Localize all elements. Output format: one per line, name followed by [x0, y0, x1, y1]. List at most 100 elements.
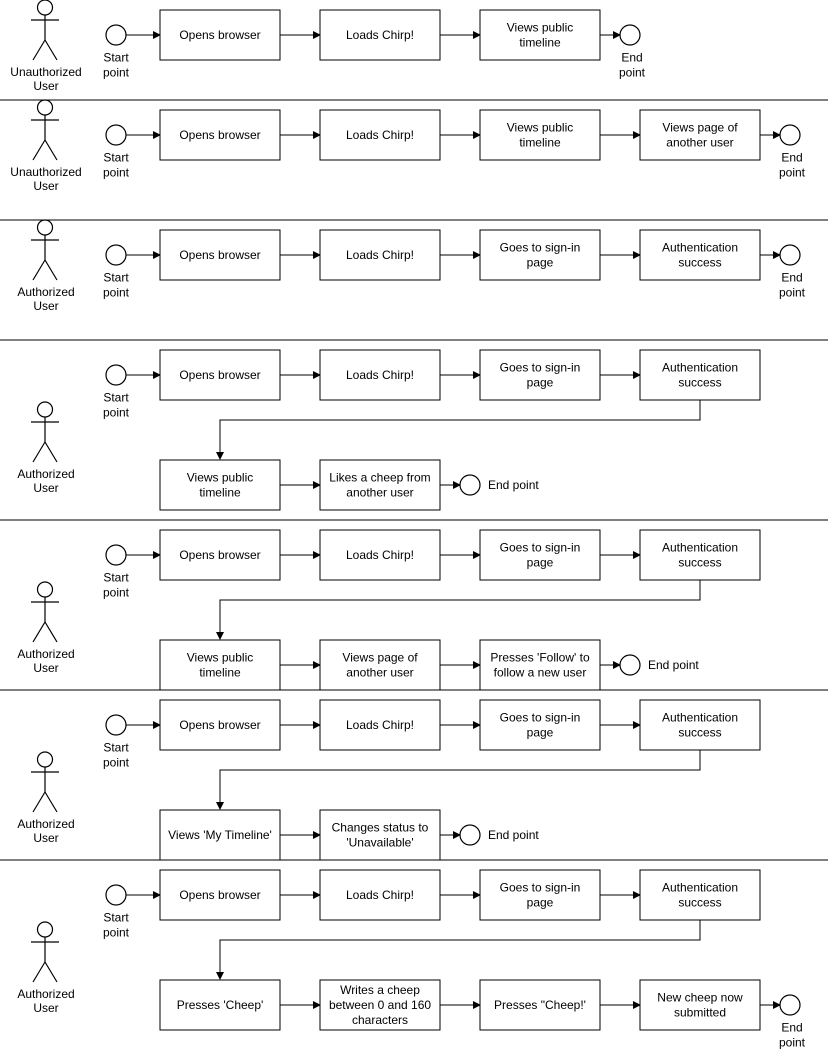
start-point-label: point: [103, 756, 130, 770]
process-box: [479, 529, 601, 581]
process-box-label: Loads Chirp!: [346, 718, 414, 732]
process-box: [639, 699, 761, 751]
start-point-label: Start: [103, 51, 129, 65]
process-box-label: Loads Chirp!: [346, 248, 414, 262]
actor-icon: [31, 581, 59, 643]
process-box: [159, 699, 281, 751]
end-point-label: point: [779, 286, 806, 300]
process-box: [639, 869, 761, 921]
wrap-connector: [216, 750, 701, 810]
actor-label: User: [33, 1001, 58, 1015]
process-box: [159, 459, 281, 511]
start-point-label: point: [103, 66, 130, 80]
process-box: [159, 229, 281, 281]
end-point-label: End: [781, 271, 802, 285]
process-box: [479, 979, 601, 1031]
actor-left-leg: [32, 791, 46, 813]
process-box-label: success: [678, 376, 721, 390]
actor-head: [36, 401, 54, 418]
process-box: [319, 639, 441, 691]
actor-left-leg: [32, 621, 46, 643]
process-box: [639, 529, 761, 581]
process-box: [479, 229, 601, 281]
wrap-connector: [216, 920, 701, 980]
process-box-label: page: [527, 896, 554, 910]
start-point-label: Start: [103, 391, 129, 405]
process-box-label: submitted: [674, 1006, 726, 1020]
process-box-label: success: [678, 896, 721, 910]
end-point-label: End point: [488, 478, 539, 492]
start-point-icon: [105, 544, 127, 566]
process-box-label: Changes status to: [332, 821, 429, 835]
process-box: [639, 979, 761, 1031]
actor-label: User: [33, 79, 58, 93]
end-point-icon: [779, 994, 801, 1016]
start-point-label: point: [103, 586, 130, 600]
start-point-icon: [105, 244, 127, 266]
process-box: [159, 9, 281, 61]
end-point-label: End: [781, 1021, 802, 1035]
start-point-label: point: [103, 926, 130, 940]
process-box-label: Views page of: [342, 651, 418, 665]
process-box-label: Presses 'Cheep': [177, 998, 264, 1012]
actor-right-leg: [44, 621, 58, 643]
process-box-label: Authentication: [662, 541, 738, 555]
end-point-label: End point: [648, 658, 699, 672]
process-box-label: page: [527, 556, 554, 570]
process-box-label: characters: [352, 1013, 408, 1027]
actor-right-leg: [44, 441, 58, 463]
start-point-label: point: [103, 166, 130, 180]
start-point-label: Start: [103, 571, 129, 585]
start-point-label: Start: [103, 911, 129, 925]
end-point-label: point: [619, 66, 646, 80]
end-point-icon: [619, 654, 641, 676]
actor-left-leg: [32, 441, 46, 463]
actor-label: Authorized: [17, 987, 74, 1001]
process-box-label: timeline: [519, 136, 561, 150]
process-box-label: Loads Chirp!: [346, 128, 414, 142]
actor-label: Authorized: [17, 817, 74, 831]
process-box: [159, 109, 281, 161]
start-point-label: Start: [103, 151, 129, 165]
process-box: [319, 109, 441, 161]
process-box-label: Loads Chirp!: [346, 28, 414, 42]
actor-icon: [31, 751, 59, 813]
process-box-label: timeline: [199, 666, 241, 680]
process-box-label: Opens browser: [179, 548, 260, 562]
actor-label: Authorized: [17, 285, 74, 299]
actor-label: User: [33, 661, 58, 675]
process-box: [479, 699, 601, 751]
start-point-label: Start: [103, 271, 129, 285]
process-box: [319, 229, 441, 281]
process-box-label: timeline: [519, 36, 561, 50]
process-box-label: Views public: [187, 651, 253, 665]
process-box-label: Views public: [187, 471, 253, 485]
actor-right-leg: [44, 259, 58, 281]
process-box-label: Opens browser: [179, 368, 260, 382]
actor-icon: [31, 921, 59, 983]
process-box-label: follow a new user: [494, 666, 587, 680]
start-point-label: point: [103, 406, 130, 420]
actor-icon: [31, 0, 59, 61]
start-point-icon: [105, 884, 127, 906]
process-box: [479, 349, 601, 401]
process-box: [159, 979, 281, 1031]
end-point-icon: [779, 244, 801, 266]
process-box-label: Views 'My Timeline': [168, 828, 272, 842]
process-box-label: Opens browser: [179, 888, 260, 902]
end-point-label: End: [781, 151, 802, 165]
end-point-icon: [619, 24, 641, 46]
process-box-label: Presses "Cheep!': [494, 998, 586, 1012]
process-box-label: Goes to sign-in: [500, 541, 581, 555]
process-box: [159, 639, 281, 691]
process-box-label: page: [527, 376, 554, 390]
end-point-icon: [459, 824, 481, 846]
actor-label: User: [33, 179, 58, 193]
